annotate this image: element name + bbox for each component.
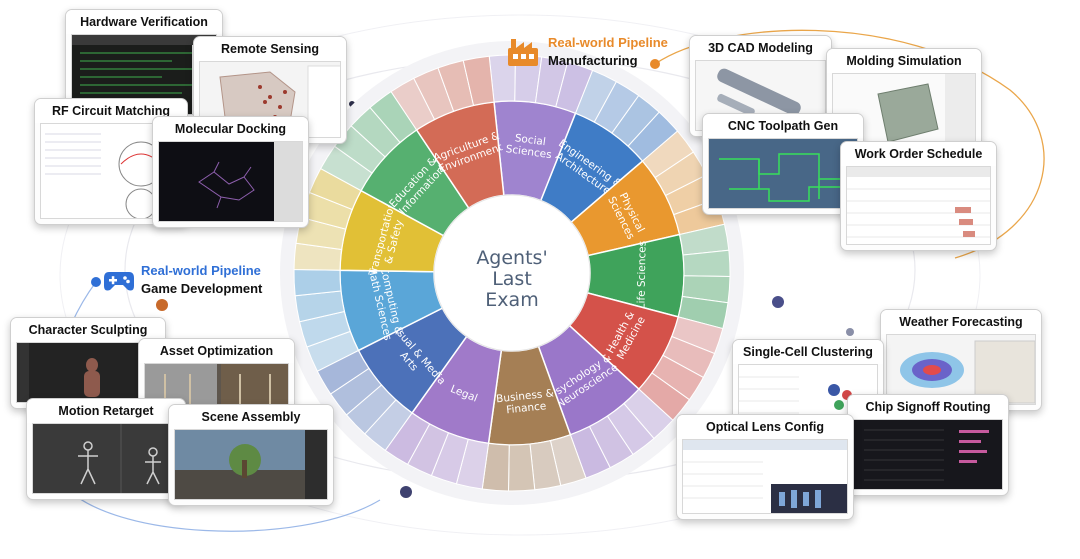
center-hub-border: [433, 194, 591, 352]
card-title: Remote Sensing: [194, 37, 346, 61]
card-title: Chip Signoff Routing: [848, 395, 1008, 419]
card-screenshot: [853, 419, 1003, 490]
card-screenshot: [16, 342, 160, 403]
center-hub: [434, 195, 590, 351]
card-screenshot: [708, 138, 858, 209]
sphere-decoration: [156, 299, 168, 311]
card-title: Molecular Docking: [153, 117, 308, 141]
domain-subsegment: [293, 268, 342, 297]
domain-subsegment: [682, 249, 731, 278]
card-title: Single-Cell Clustering: [733, 340, 883, 364]
game-pipeline-kind: Real-world Pipeline: [141, 263, 261, 278]
card-optical-lens-config[interactable]: Optical Lens Config: [676, 414, 854, 520]
card-screenshot: [846, 166, 991, 245]
domain-subsegment: [507, 443, 536, 492]
card-title: Asset Optimization: [139, 339, 294, 363]
game-pipeline-name: Game Development: [141, 281, 263, 296]
far-orbit: [59, 14, 981, 536]
card-screenshot: [32, 423, 180, 494]
center-title-line2: Last: [492, 268, 532, 290]
domain-label: Business &Finance: [496, 387, 556, 417]
card-work-order-schedule[interactable]: Work Order Schedule: [840, 141, 997, 251]
pipeline-dot-game: [91, 277, 101, 287]
card-cnc-toolpath-gen[interactable]: CNC Toolpath Gen: [702, 113, 864, 215]
card-title: 3D CAD Modeling: [690, 36, 831, 60]
card-weather-forecasting[interactable]: Weather Forecasting: [880, 309, 1042, 411]
card-motion-retarget[interactable]: Motion Retarget: [26, 398, 186, 500]
card-screenshot: [682, 439, 848, 514]
card-scene-assembly[interactable]: Scene Assembly: [168, 404, 334, 506]
domain-subsegment: [462, 55, 495, 106]
card-title: CNC Toolpath Gen: [703, 114, 863, 138]
domain-label: Life Sciences: [635, 241, 648, 310]
center-title-line1: Agents': [476, 247, 547, 269]
sphere-decoration: [846, 328, 854, 336]
card-molding-simulation[interactable]: Molding Simulation: [826, 48, 982, 150]
card-screenshot: [886, 334, 1036, 405]
card-title: Weather Forecasting: [881, 310, 1041, 334]
card-title: Optical Lens Config: [677, 415, 853, 439]
manufacturing-pipeline-kind: Real-world Pipeline: [548, 35, 668, 50]
card-title: Scene Assembly: [169, 405, 333, 429]
card-title: Molding Simulation: [827, 49, 981, 73]
card-chip-signoff-routing[interactable]: Chip Signoff Routing: [847, 394, 1009, 496]
manufacturing-pipeline-name: Manufacturing: [548, 53, 638, 68]
sphere-decoration: [772, 296, 784, 308]
card-title: Hardware Verification: [66, 10, 222, 34]
card-screenshot: [158, 141, 303, 222]
card-title: Character Sculpting: [11, 318, 165, 342]
sphere-decoration: [400, 486, 412, 498]
center-title-line3: Exam: [485, 289, 538, 311]
card-molecular-docking[interactable]: Molecular Docking: [152, 116, 309, 228]
card-title: Work Order Schedule: [841, 142, 996, 166]
factory-icon: [508, 39, 538, 66]
pipeline-dot-manufacturing: [650, 59, 660, 69]
gamepad-icon: [104, 272, 134, 291]
card-title: Motion Retarget: [27, 399, 185, 423]
card-screenshot: [174, 429, 328, 500]
